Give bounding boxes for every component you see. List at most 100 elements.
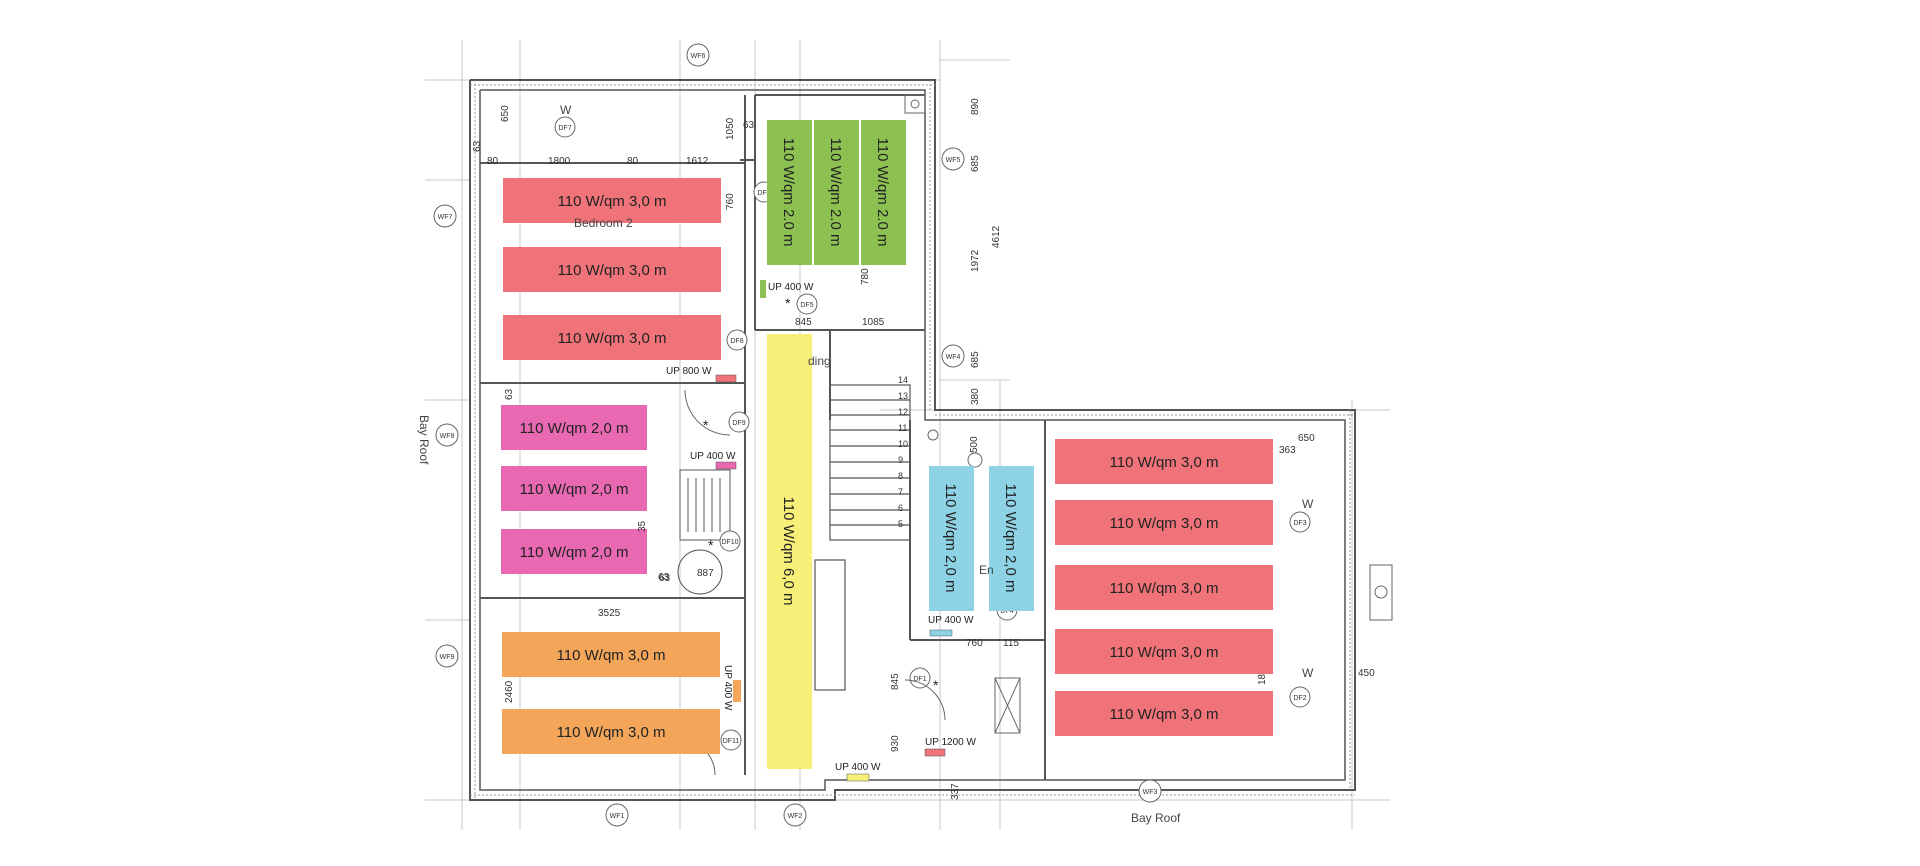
svg-text:4612: 4612: [991, 225, 1002, 248]
svg-text:110 W/qm 2,0 m: 110 W/qm 2,0 m: [520, 481, 629, 498]
svg-text:1972: 1972: [970, 249, 981, 272]
svg-text:WF9: WF9: [440, 654, 455, 661]
svg-text:110 W/qm 3,0 m: 110 W/qm 3,0 m: [558, 330, 667, 347]
svg-text:110 W/qm 2.0 m: 110 W/qm 2.0 m: [827, 138, 844, 247]
svg-text:Bay Roof: Bay Roof: [1131, 811, 1181, 825]
svg-text:110 W/qm 2,0 m: 110 W/qm 2,0 m: [942, 484, 959, 593]
svg-text:650: 650: [1298, 433, 1315, 444]
svg-text:337: 337: [950, 783, 961, 800]
heater-panel: 110 W/qm 2.0 m: [767, 120, 812, 265]
heater-panel: 110 W/qm 2,0 m: [501, 466, 647, 511]
svg-text:WF4: WF4: [946, 354, 961, 361]
svg-text:80: 80: [487, 156, 499, 167]
svg-text:1800: 1800: [548, 156, 571, 167]
window-tags: [433, 43, 1162, 827]
svg-text:UP 800 W: UP 800 W: [666, 366, 712, 377]
svg-text:63: 63: [504, 388, 515, 400]
svg-text:685: 685: [970, 155, 981, 172]
svg-text:18: 18: [1257, 673, 1268, 685]
svg-text:W: W: [560, 103, 572, 117]
svg-text:WF7: WF7: [438, 214, 453, 221]
heater-panel: 110 W/qm 3,0 m: [1055, 691, 1273, 736]
heater-panel: 110 W/qm 2,0 m: [501, 405, 647, 450]
svg-text:6: 6: [898, 503, 903, 513]
svg-text:110 W/qm 2,0 m: 110 W/qm 2,0 m: [520, 544, 629, 561]
svg-text:*: *: [933, 677, 939, 693]
svg-text:110 W/qm 2.0 m: 110 W/qm 2.0 m: [874, 138, 891, 247]
heater-panel: 110 W/qm 2.0 m: [861, 120, 906, 265]
heater-panel: 110 W/qm 3,0 m: [503, 178, 721, 223]
heater-panel: 110 W/qm 3,0 m: [1055, 439, 1273, 484]
svg-text:DF5: DF5: [800, 302, 813, 309]
svg-text:UP 400 W: UP 400 W: [768, 282, 814, 293]
svg-text:110 W/qm 3,0 m: 110 W/qm 3,0 m: [1110, 706, 1219, 723]
svg-text:*: *: [785, 295, 791, 311]
svg-text:DF6: DF6: [757, 190, 770, 197]
svg-text:DF2: DF2: [1293, 695, 1306, 702]
svg-text:80: 80: [627, 156, 639, 167]
staircase: [814, 384, 911, 691]
svg-text:115: 115: [1003, 638, 1019, 649]
svg-text:500: 500: [969, 436, 980, 453]
svg-text:10: 10: [898, 439, 908, 449]
svg-text:11: 11: [898, 423, 907, 433]
side-labels: Bay Roof Bay Roof: [417, 415, 1181, 825]
svg-text:DF8: DF8: [730, 338, 743, 345]
heater-panel: 110 W/qm 3,0 m: [502, 709, 720, 754]
heater-panel: 110 W/qm 2,0 m: [989, 466, 1034, 611]
svg-text:760: 760: [725, 193, 736, 210]
stair-numbers: 14 13 12 11 10 9 8 7 6 5: [898, 375, 908, 529]
svg-text:3525: 3525: [598, 608, 621, 619]
svg-text:1612: 1612: [686, 156, 709, 167]
svg-text:WF2: WF2: [788, 813, 803, 820]
heater-h1: [503, 178, 721, 223]
svg-text:DF3: DF3: [1293, 520, 1306, 527]
svg-text:450: 450: [1358, 668, 1375, 679]
svg-text:WF6: WF6: [691, 53, 706, 60]
svg-text:DF1: DF1: [913, 676, 926, 683]
svg-text:WF3: WF3: [1143, 789, 1158, 796]
svg-text:2460: 2460: [504, 680, 515, 703]
svg-text:5: 5: [898, 519, 903, 529]
heater-panel: 110 W/qm 3,0 m: [503, 247, 721, 292]
svg-text:7: 7: [898, 487, 903, 497]
heater-panels: 110 W/qm 3,0 m 110 W/qm 3,0 m 110 W/qm 3…: [501, 120, 1273, 769]
svg-text:887: 887: [697, 568, 714, 579]
svg-text:UP 400 W: UP 400 W: [835, 762, 881, 773]
svg-text:110 W/qm 3,0 m: 110 W/qm 3,0 m: [558, 193, 667, 210]
svg-text:DF4: DF4: [1000, 608, 1013, 615]
svg-text:*: *: [703, 417, 709, 433]
svg-text:110 W/qm 3,0 m: 110 W/qm 3,0 m: [1110, 454, 1219, 471]
svg-text:UP 400 W: UP 400 W: [928, 615, 974, 626]
svg-text:ding: ding: [808, 354, 831, 368]
svg-text:WF8: WF8: [440, 433, 455, 440]
heater-panel: 110 W/qm 3,0 m: [1055, 565, 1273, 610]
svg-text:WF1: WF1: [610, 813, 625, 820]
heater-panel: 110 W/qm 2.0 m: [814, 120, 859, 265]
svg-text:W: W: [1302, 497, 1314, 511]
svg-text:W: W: [1302, 666, 1314, 680]
svg-text:UP 400 W: UP 400 W: [722, 665, 733, 711]
svg-text:110 W/qm 3,0 m: 110 W/qm 3,0 m: [558, 262, 667, 279]
radiator-symbol: [677, 469, 731, 595]
svg-text:363: 363: [1279, 445, 1296, 456]
svg-text:En: En: [979, 563, 994, 577]
svg-text:760: 760: [966, 638, 983, 649]
svg-text:13: 13: [898, 391, 908, 401]
heater-panel: 110 W/qm 3,0 m: [1055, 500, 1273, 545]
heater-panel: 110 W/qm 6,0 m: [767, 334, 812, 769]
svg-text:WF5: WF5: [946, 157, 961, 164]
svg-text:845: 845: [890, 673, 901, 690]
svg-text:650: 650: [500, 105, 511, 122]
svg-text:110 W/qm 2,0 m: 110 W/qm 2,0 m: [1002, 484, 1019, 593]
svg-text:DF11: DF11: [723, 738, 740, 745]
svg-text:14: 14: [898, 375, 908, 385]
wall-hatching: [470, 80, 1355, 800]
exterior-walls: [469, 79, 1356, 801]
fixtures: [904, 94, 1393, 734]
svg-text:930: 930: [890, 735, 901, 752]
svg-text:845: 845: [795, 317, 812, 328]
svg-text:*: *: [708, 537, 714, 553]
svg-text:DF7: DF7: [558, 125, 571, 132]
